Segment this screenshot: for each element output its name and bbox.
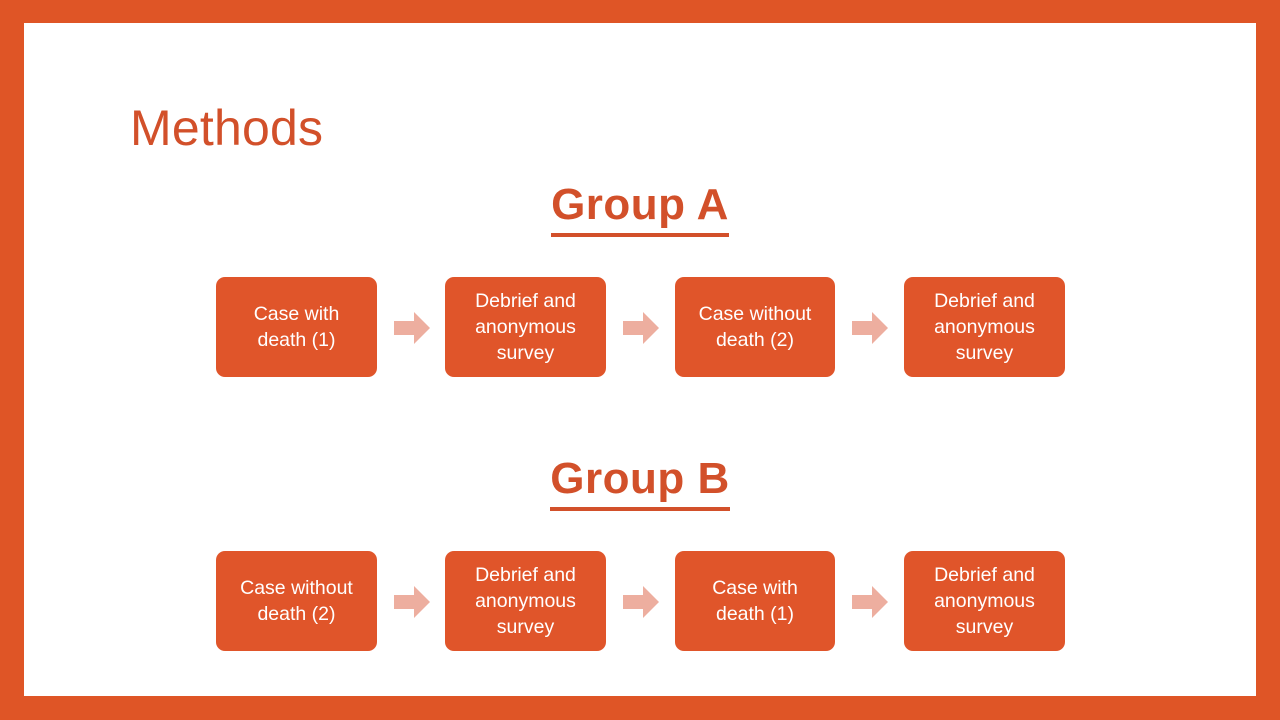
group-a-step-4[interactable]: Debrief and anonymous survey: [904, 277, 1065, 377]
group-b-heading: Group B: [0, 452, 1280, 511]
group-a-step-4-line-3: survey: [955, 342, 1014, 364]
arrow-right-icon: [393, 583, 431, 621]
group-a-step-1-line-1: Case with: [253, 303, 340, 325]
page-title: Methods: [130, 100, 324, 156]
group-b-flow-row: Case without death (2) Debrief and anony…: [0, 551, 1280, 653]
group-a-step-2-line-2: anonymous: [475, 316, 576, 338]
group-b-step-3-line-1: Case with: [712, 577, 798, 599]
group-b-step-1-line-2: death (2): [257, 603, 336, 625]
arrow-right-icon: [851, 309, 889, 347]
group-a-step-3[interactable]: Case without death (2): [675, 277, 835, 377]
group-b-step-4[interactable]: Debrief and anonymous survey: [904, 551, 1065, 651]
group-a-step-1[interactable]: Case with death (1): [216, 277, 377, 377]
group-b-step-1[interactable]: Case without death (2): [216, 551, 377, 651]
arrow-right-icon: [622, 583, 660, 621]
arrow-right-icon: [851, 583, 889, 621]
group-b-heading-label: Group B: [550, 452, 730, 511]
group-b-step-1-line-1: Case without: [240, 577, 353, 599]
group-b-step-4-line-1: Debrief and: [934, 564, 1035, 586]
group-a-heading: Group A: [0, 178, 1280, 237]
group-b-step-3[interactable]: Case with death (1): [675, 551, 835, 651]
group-b-step-4-line-3: survey: [955, 616, 1014, 638]
group-a-step-2-line-1: Debrief and: [475, 290, 576, 312]
group-b-section: Group B Case without death (2) Debrief a…: [0, 452, 1280, 653]
arrow-right-icon: [622, 309, 660, 347]
group-a-step-3-line-2: death (2): [715, 329, 795, 351]
group-a-step-4-line-2: anonymous: [934, 316, 1035, 338]
group-b-step-4-line-2: anonymous: [934, 590, 1035, 612]
group-a-step-2[interactable]: Debrief and anonymous survey: [445, 277, 606, 377]
group-b-step-2-line-2: anonymous: [475, 590, 576, 612]
group-a-step-2-line-3: survey: [496, 342, 555, 364]
group-a-heading-label: Group A: [551, 178, 729, 237]
group-a-step-3-line-1: Case without: [698, 303, 812, 325]
arrow-right-icon: [393, 309, 431, 347]
group-b-step-2[interactable]: Debrief and anonymous survey: [445, 551, 606, 651]
group-b-step-2-line-1: Debrief and: [475, 564, 576, 586]
group-a-step-4-line-1: Debrief and: [934, 290, 1035, 312]
group-a-step-1-line-2: death (1): [257, 329, 336, 351]
group-a-section: Group A Case with death (1) Debrief and …: [0, 178, 1280, 379]
group-b-step-2-line-3: survey: [496, 616, 555, 638]
group-b-step-3-line-2: death (1): [715, 603, 795, 625]
group-a-flow-row: Case with death (1) Debrief and anonymou…: [0, 277, 1280, 379]
